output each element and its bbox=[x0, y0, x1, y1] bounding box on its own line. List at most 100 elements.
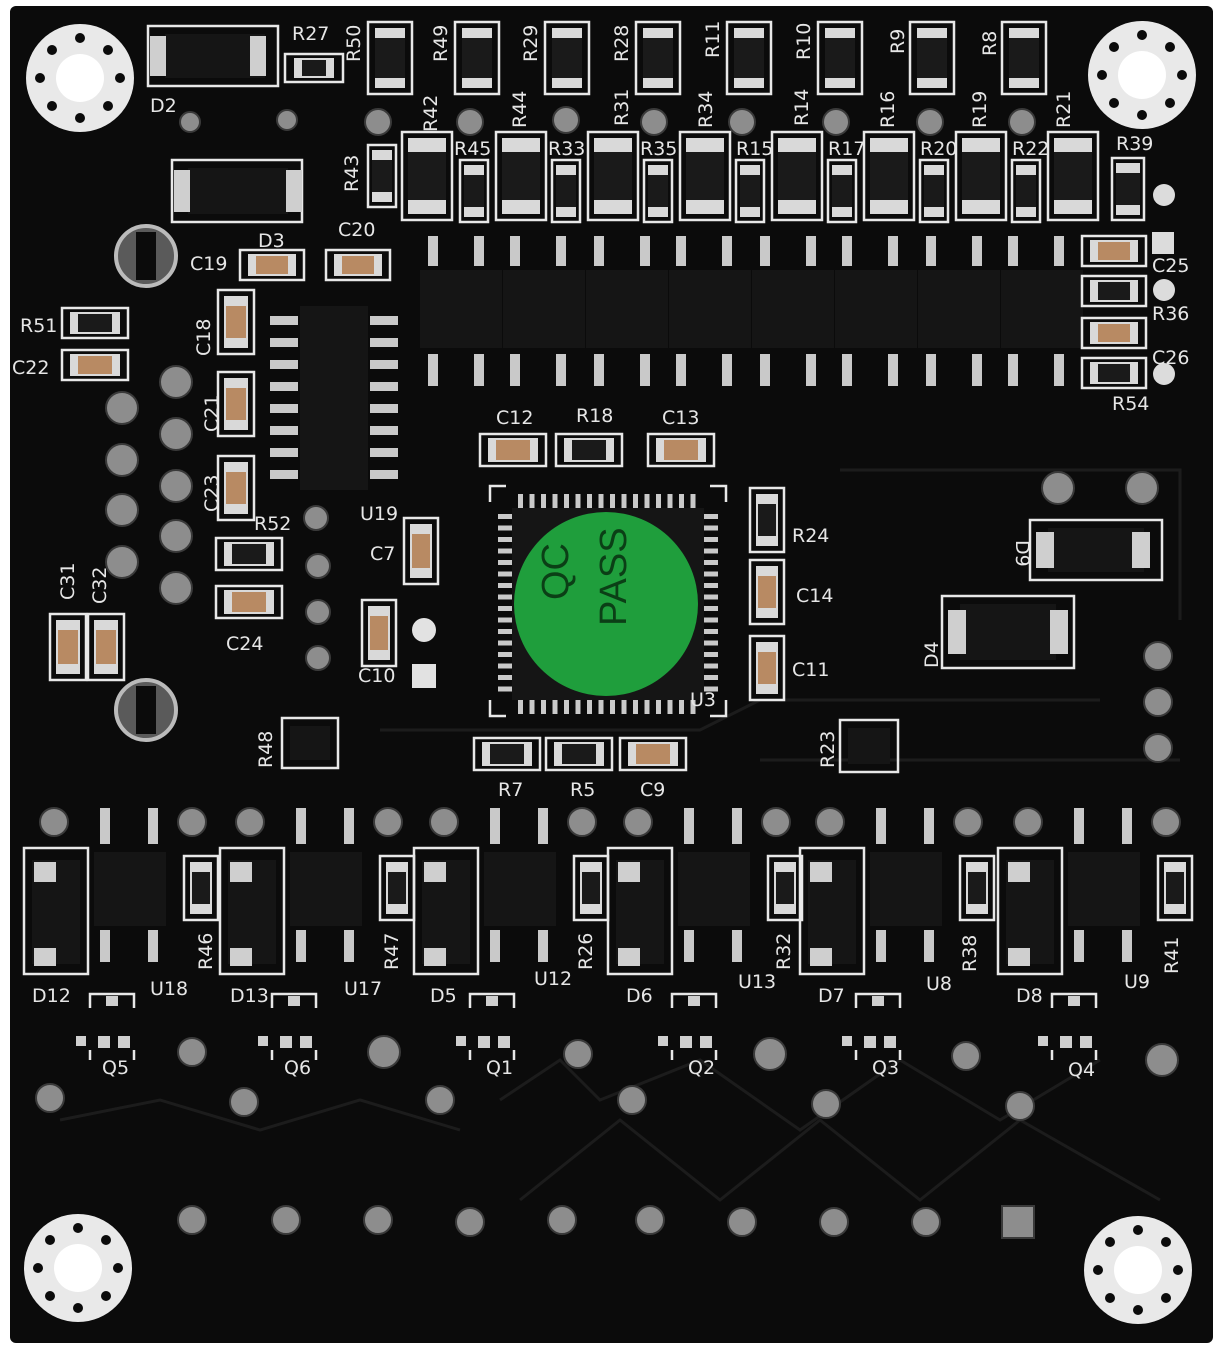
qfp-pin bbox=[610, 700, 615, 714]
label-c31: C31 bbox=[57, 563, 79, 600]
resistor-r18 bbox=[554, 432, 624, 468]
q-outline bbox=[670, 992, 718, 1008]
label-r32: R32 bbox=[773, 933, 795, 970]
pass-text: PASS bbox=[593, 527, 635, 626]
qfp-pin bbox=[621, 494, 627, 508]
qfp-pin bbox=[704, 640, 718, 646]
driver-via bbox=[373, 807, 403, 837]
label-u13: U13 bbox=[738, 971, 776, 993]
label-c20: C20 bbox=[338, 219, 375, 241]
driver-via bbox=[177, 807, 207, 837]
qfp-pin bbox=[541, 700, 546, 714]
driver-diode-outline bbox=[798, 846, 866, 976]
qfp-pin bbox=[633, 700, 638, 714]
resistor-r23 bbox=[838, 718, 900, 774]
driver-chip-pin bbox=[732, 930, 742, 962]
qfp-pin bbox=[644, 494, 650, 508]
driver-chip-pin bbox=[1122, 808, 1132, 844]
qfp-pin bbox=[498, 686, 512, 692]
qfp-pin bbox=[704, 537, 718, 542]
resistor-r27 bbox=[283, 52, 345, 84]
qfp-pin bbox=[656, 700, 661, 714]
q-pad bbox=[498, 1036, 510, 1048]
capacitor-c10 bbox=[360, 598, 398, 668]
label-q6: Q6 bbox=[284, 1057, 311, 1079]
driver-via bbox=[623, 807, 653, 837]
qfp-pin bbox=[704, 514, 718, 519]
driver-diode-pad bbox=[618, 948, 640, 966]
driver-diode-pad bbox=[424, 948, 446, 966]
diode-d3 bbox=[170, 158, 304, 224]
label-r36: R36 bbox=[1152, 303, 1189, 325]
driver-diode-pad bbox=[1008, 862, 1030, 882]
capacitor-c19 bbox=[238, 248, 306, 282]
driver-resistor-body bbox=[192, 872, 210, 904]
q-transistor-row bbox=[76, 992, 1098, 1060]
label-r8: R8 bbox=[979, 31, 1001, 56]
second-resistor-row bbox=[366, 130, 1146, 224]
qc-sticker bbox=[514, 512, 698, 696]
qfp-pin bbox=[529, 494, 535, 508]
driver-diode-pad bbox=[34, 862, 56, 882]
q-transistor bbox=[1038, 992, 1098, 1060]
resistor-r49 bbox=[453, 20, 501, 96]
label-q2: Q2 bbox=[688, 1057, 715, 1079]
driver-chip-pin bbox=[100, 930, 110, 962]
label-c10: C10 bbox=[358, 665, 395, 687]
driver-diode-outline bbox=[996, 846, 1064, 976]
q-pad bbox=[1060, 1036, 1072, 1048]
driver-block bbox=[606, 807, 804, 976]
capacitor-c21 bbox=[216, 370, 256, 438]
qfp-pin bbox=[587, 700, 592, 714]
label-r33: R33 bbox=[548, 138, 585, 160]
qfp-pin bbox=[498, 617, 512, 623]
label-q3: Q3 bbox=[872, 1057, 899, 1079]
label-r24: R24 bbox=[792, 525, 829, 547]
qfp-pin bbox=[690, 494, 696, 508]
qfp-pin bbox=[690, 700, 696, 714]
qfp-pin bbox=[529, 700, 535, 714]
label-r7: R7 bbox=[498, 779, 523, 801]
q-transistor bbox=[842, 992, 902, 1060]
driver-via bbox=[1151, 807, 1181, 837]
driver-resistor-outline bbox=[958, 854, 996, 922]
q-pad bbox=[288, 996, 300, 1006]
resistor-r28 bbox=[634, 20, 682, 96]
qfp-pin bbox=[704, 663, 718, 669]
qfp-pin bbox=[667, 494, 673, 508]
diode-d2 bbox=[146, 24, 280, 88]
driver-chip-pin bbox=[876, 808, 886, 844]
qfp-pin bbox=[704, 571, 718, 577]
qfp-pin bbox=[704, 686, 718, 692]
driver-row-labels: D12 U18 R46 D13 U17 R47 D5 U12 R26 D6 U1… bbox=[32, 933, 1183, 1007]
label-d13: D13 bbox=[230, 985, 269, 1007]
driver-chip-pin bbox=[296, 930, 306, 962]
qfp-pin bbox=[498, 675, 512, 680]
right-vias bbox=[1041, 471, 1173, 763]
driver-via bbox=[567, 807, 597, 837]
driver-chip-pin bbox=[684, 930, 694, 962]
label-d4: D4 bbox=[921, 641, 943, 668]
q-pad bbox=[884, 1036, 896, 1048]
q-pad bbox=[658, 1036, 668, 1046]
qfp-pin bbox=[704, 583, 718, 588]
driver-resistor-outline bbox=[1156, 854, 1194, 922]
label-c21: C21 bbox=[201, 395, 223, 432]
capacitor-c12 bbox=[478, 432, 548, 468]
label-d7: D7 bbox=[818, 985, 845, 1007]
label-r9: R9 bbox=[887, 29, 909, 54]
qfp-pin bbox=[575, 494, 581, 508]
driver-chip-pin bbox=[344, 930, 354, 962]
q-pad bbox=[1068, 996, 1080, 1006]
q-outline bbox=[670, 1050, 718, 1060]
q-pad bbox=[76, 1036, 86, 1046]
driver-chip-pin bbox=[100, 808, 110, 844]
driver-resistor-outline bbox=[766, 854, 804, 922]
chip-u19 bbox=[270, 306, 398, 490]
driver-resistor-outline bbox=[182, 854, 220, 922]
qfp-pin bbox=[704, 629, 718, 634]
driver-via bbox=[235, 807, 265, 837]
qfp-pin bbox=[518, 700, 523, 714]
driver-chip-pin bbox=[1074, 808, 1084, 844]
qfp-pin bbox=[498, 594, 512, 600]
